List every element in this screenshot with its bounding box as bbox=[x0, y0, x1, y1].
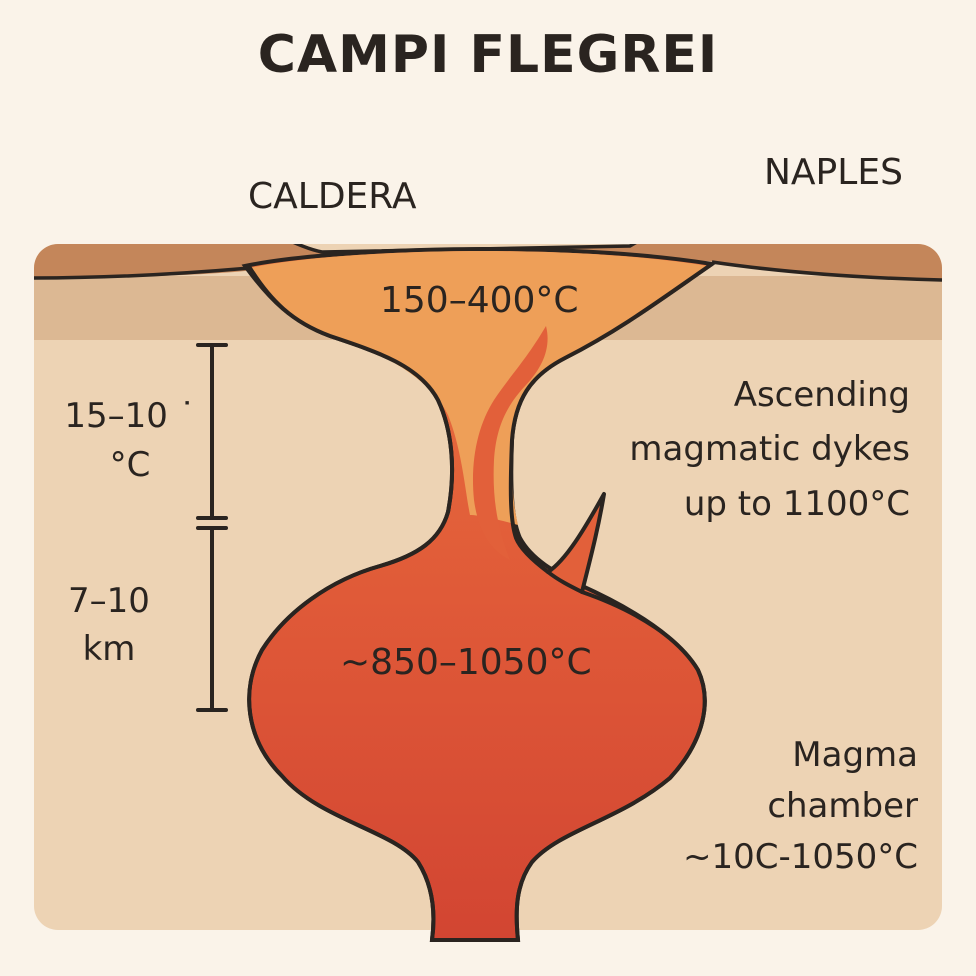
magma-chamber-annotation: Magma chamber ~10С-1050°C bbox=[683, 730, 918, 883]
naples-label: NAPLES bbox=[764, 152, 903, 193]
surface-outline bbox=[34, 244, 942, 254]
shallow-hydrothermal-zone bbox=[250, 251, 708, 525]
lower-depth-line-2: km bbox=[82, 628, 136, 669]
dykes-annotation: Ascending magmatic dykes up to 1100°C bbox=[629, 368, 910, 531]
page-title: CAMPI FLEGREI bbox=[257, 25, 719, 85]
chamber-temperature-label: ~850–1050°C bbox=[340, 642, 592, 683]
upper-depth-line-1: 15–10 ˙ bbox=[64, 396, 196, 436]
ascending-dyke bbox=[472, 326, 548, 560]
lower-depth-line-1: 7–10 bbox=[68, 581, 150, 621]
magma-outline bbox=[247, 262, 714, 942]
shallow-temperature-label: 150–400°C bbox=[380, 280, 579, 321]
caldera-label: CALDERA bbox=[248, 176, 417, 217]
surface-base-line bbox=[34, 260, 942, 282]
lower-depth-label: 7–10 km bbox=[54, 578, 164, 673]
chamber-line-2: chamber bbox=[767, 786, 918, 826]
depth-scale bbox=[196, 343, 228, 712]
dykes-line-1: Ascending bbox=[733, 375, 910, 415]
chamber-line-1: Magma bbox=[792, 735, 918, 775]
upper-depth-label: 15–10 ˙ °C bbox=[60, 392, 200, 491]
dykes-line-2: magmatic dykes bbox=[629, 429, 910, 470]
dykes-line-3: up to 1100°C bbox=[683, 483, 910, 524]
chamber-line-3: ~10С-1050°C bbox=[682, 837, 918, 877]
side-dyke bbox=[546, 492, 606, 594]
upper-depth-line-2: °C bbox=[109, 445, 151, 486]
